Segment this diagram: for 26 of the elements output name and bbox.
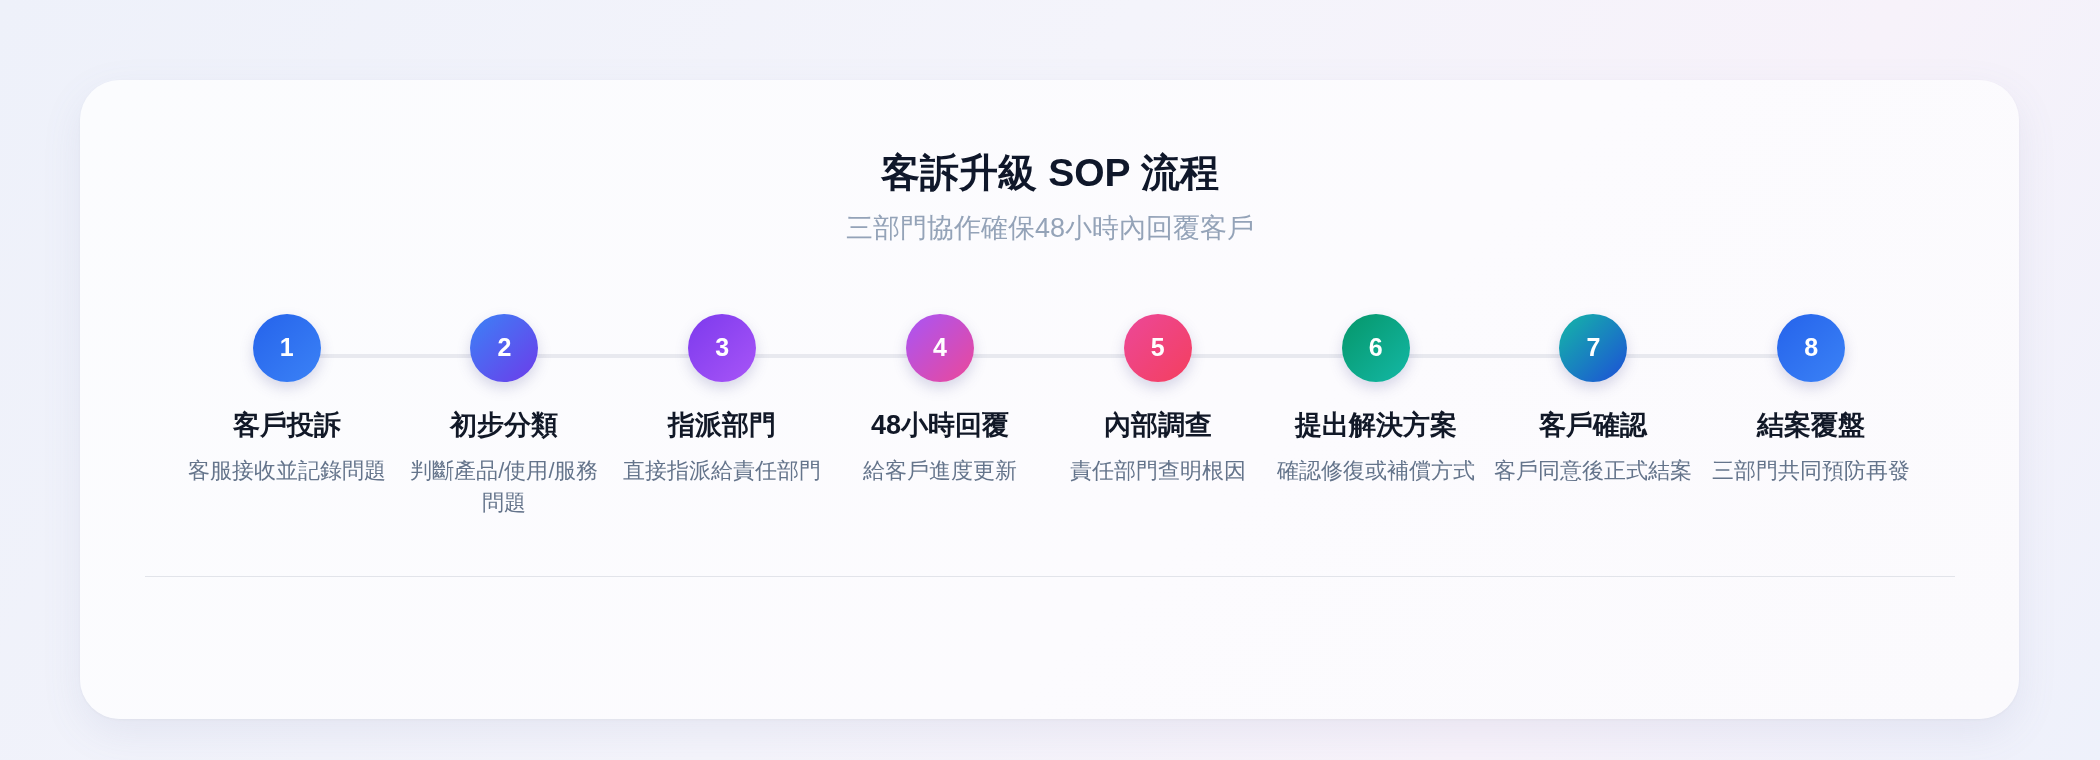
- step-description: 三部門共同預防再發: [1712, 457, 1911, 485]
- number-circle: 3: [688, 313, 757, 382]
- step-title: 客戶確認: [1539, 409, 1648, 442]
- step-description: 確認修復或補償方式: [1276, 457, 1475, 485]
- diagram-title: 客訴升級 SOP 流程: [881, 149, 1219, 196]
- step-title: 內部調查: [1103, 409, 1212, 442]
- step-title: 客戶投訴: [232, 409, 341, 442]
- number-circle: 7: [1559, 313, 1628, 382]
- number-circle: 1: [252, 313, 321, 382]
- number-circle: 2: [470, 313, 539, 382]
- step-title: 指派部門: [668, 409, 777, 442]
- subtitle: 三部門協作確保48小時內回覆客戶: [846, 212, 1254, 246]
- step-description: 判斷產品/使用/服務問題: [409, 457, 600, 517]
- number-circle: 8: [1777, 313, 1846, 382]
- step-description: 直接指派給責任部門: [623, 457, 822, 485]
- number-circle: 6: [1341, 313, 1410, 382]
- step-title: 結案覆盤: [1757, 409, 1866, 442]
- step-title: 提出解決方案: [1294, 409, 1457, 442]
- step-description: 客服接收並記錄問題: [187, 457, 386, 485]
- step-title: 初步分類: [450, 409, 559, 442]
- number-circle: 5: [1123, 313, 1192, 382]
- step-description: 客戶同意後正式結案: [1494, 457, 1693, 485]
- step-description: 給客戶進度更新: [863, 457, 1017, 485]
- number-circle: 4: [906, 313, 974, 382]
- step-title: 48小時回覆: [871, 409, 1009, 442]
- step-description: 責任部門查明根因: [1069, 457, 1246, 485]
